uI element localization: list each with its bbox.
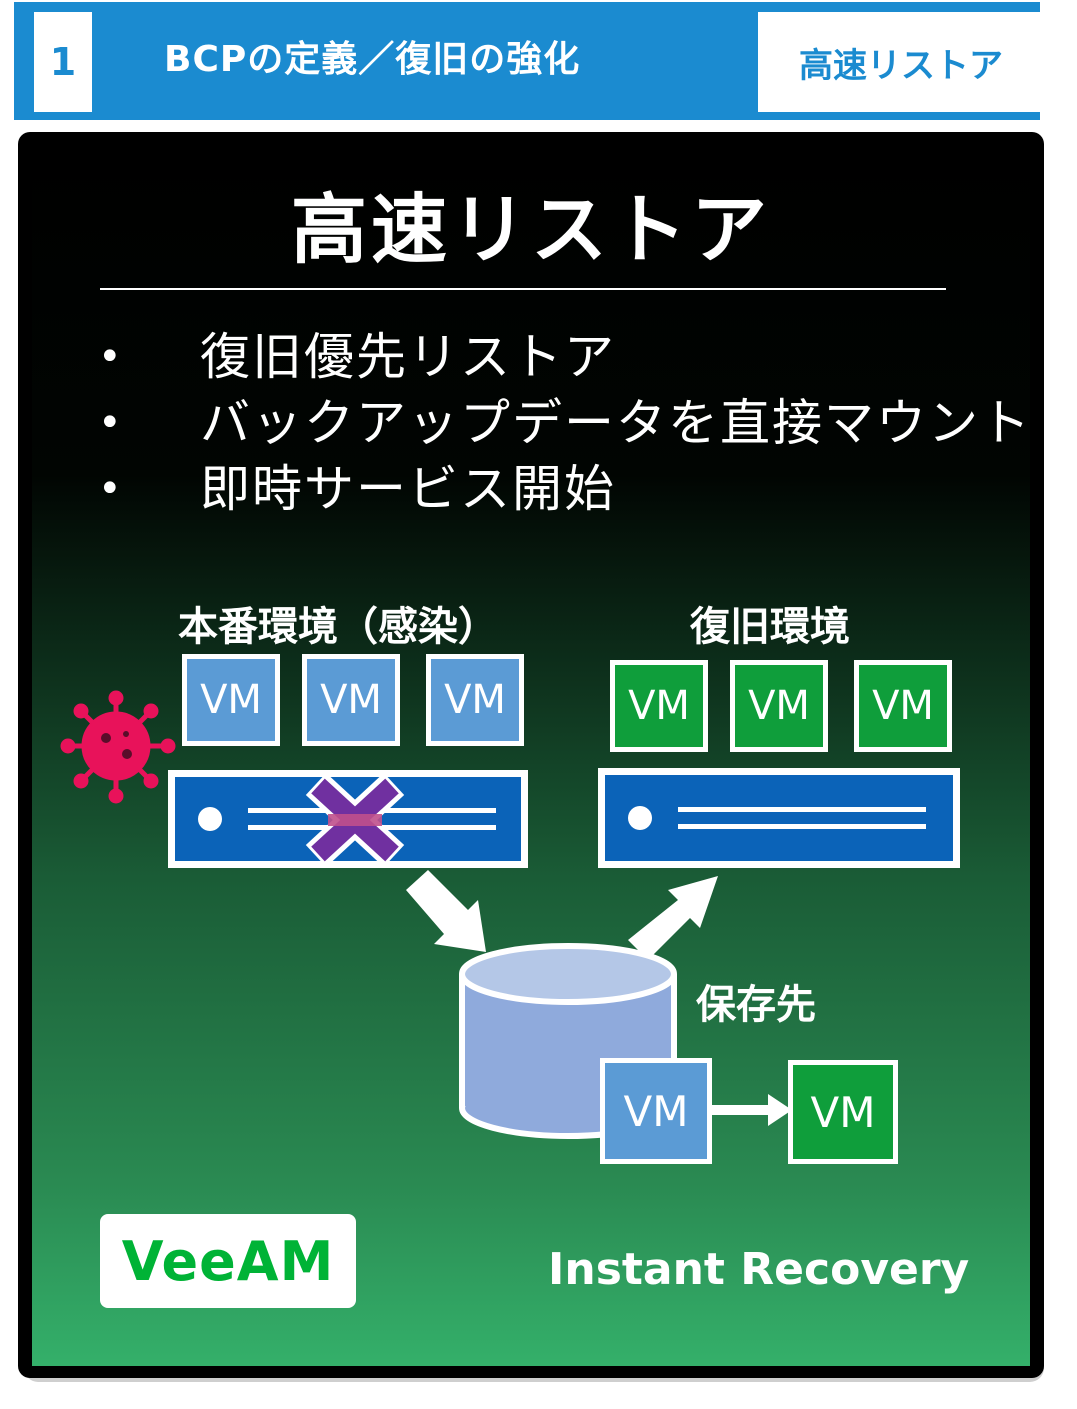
feature-text: 即時サービス開始 [200, 460, 616, 518]
server-led-icon [628, 806, 652, 830]
section-number: 1 [34, 12, 92, 112]
arrow-icon [712, 1094, 792, 1126]
header-bar: 1 BCPの定義／復旧の強化 高速リストア [14, 2, 1044, 120]
panel-body: 高速リストア • 復旧優先リストア • バックアップデータを直接マウント • 即… [32, 146, 1030, 1366]
arrow-icon [406, 870, 718, 960]
main-panel: 高速リストア • 復旧優先リストア • バックアップデータを直接マウント • 即… [18, 132, 1044, 1378]
recovery-vm: VM [854, 660, 952, 752]
production-vm: VM [302, 654, 400, 746]
section-tag: 高速リストア [758, 12, 1044, 112]
recovery-env-label: 復旧環境 [690, 604, 850, 650]
bullet-icon: • [98, 334, 122, 380]
storage-label: 保存先 [696, 982, 816, 1028]
bullet-icon: • [98, 466, 122, 512]
feature-text: バックアップデータを直接マウント [200, 394, 1032, 452]
panel-title: 高速リストア [291, 185, 771, 274]
production-vm: VM [426, 654, 524, 746]
production-env-label: 本番環境（感染） [178, 604, 498, 650]
virus-icon [60, 690, 176, 804]
instant-recovery-caption: Instant Recovery [548, 1244, 970, 1295]
recovery-vm: VM [610, 660, 708, 752]
server-slot-line [678, 807, 926, 812]
backup-vm: VM [600, 1058, 712, 1164]
section-title: BCPの定義／復旧の強化 [164, 39, 581, 80]
recovery-server-icon [598, 768, 960, 868]
production-vm: VM [182, 654, 280, 746]
failure-x-icon [305, 772, 405, 868]
recovery-vm: VM [730, 660, 828, 752]
server-led-icon [198, 807, 222, 831]
diagram-graphics [60, 690, 926, 1139]
title-divider [100, 288, 946, 290]
veeam-logo: VeeAM [100, 1214, 356, 1308]
server-slot-line [678, 824, 926, 829]
bullet-icon: • [98, 400, 122, 446]
restored-vm: VM [788, 1060, 898, 1164]
feature-text: 復旧優先リストア [200, 328, 616, 386]
